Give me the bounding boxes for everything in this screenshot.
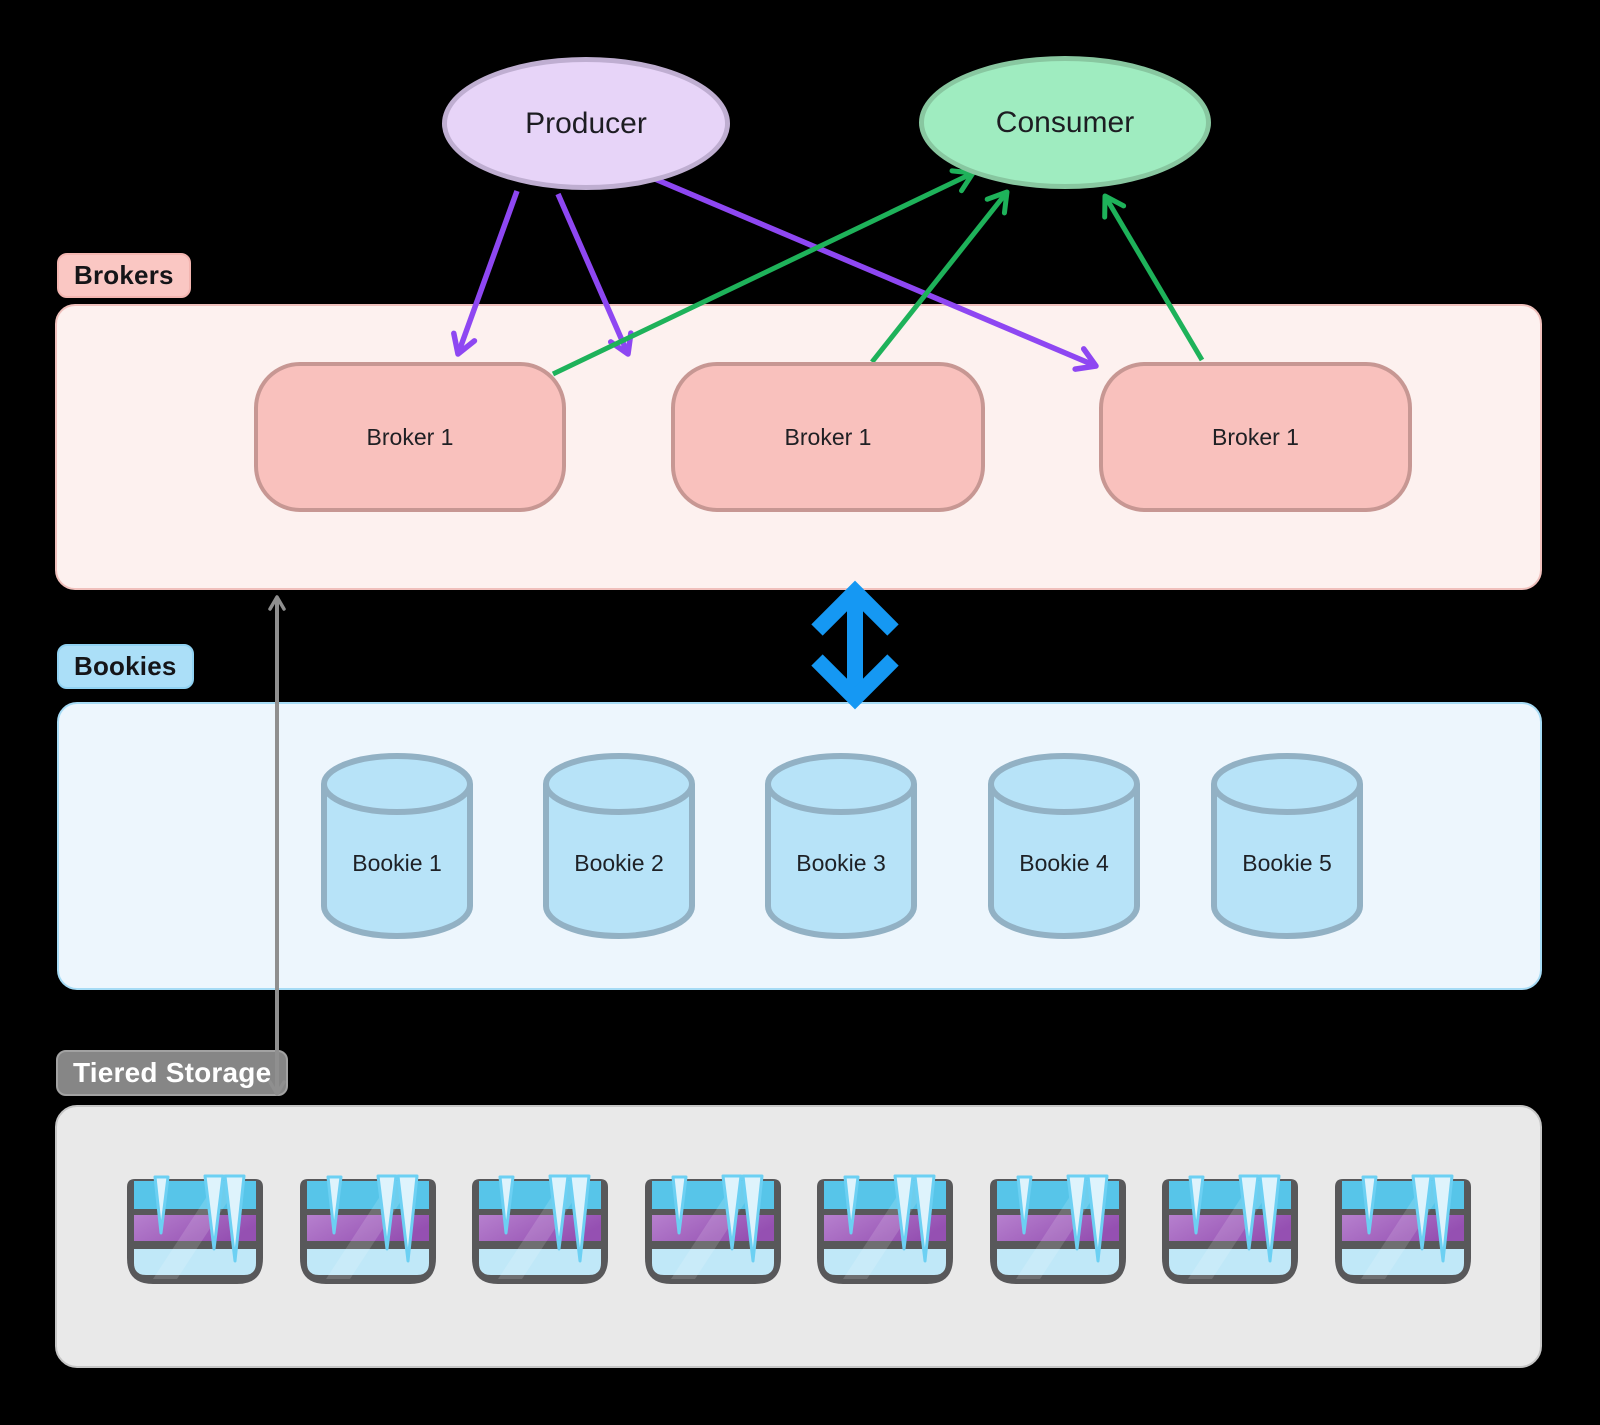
broker-bookie-sync-arrow (811, 580, 899, 710)
broker-label: Broker 1 (784, 423, 872, 450)
bookies-badge: Bookies (57, 644, 194, 689)
cold-storage-icon (1334, 1174, 1471, 1284)
brokers-badge: Brokers (57, 253, 191, 298)
database-cylinder-icon (1211, 753, 1363, 939)
producer-label: Producer (525, 106, 647, 140)
consumer-label: Consumer (995, 105, 1135, 139)
cold-storage-icon (644, 1174, 781, 1284)
broker-box-1: Broker 1 (254, 362, 566, 512)
database-cylinder-icon (543, 753, 695, 939)
cold-storage-icon (989, 1174, 1126, 1284)
bookie-label: Bookie 2 (574, 850, 664, 876)
database-cylinder-icon (765, 753, 917, 939)
consumer-node: Consumer (919, 56, 1211, 189)
bookie-cylinder-3: Bookie 3 (762, 752, 920, 944)
bookie-label: Bookie 5 (1242, 850, 1332, 876)
broker-box-3: Broker 1 (1099, 362, 1412, 512)
broker-label: Broker 1 (366, 423, 454, 450)
storage-icon-row (125, 1174, 1473, 1284)
cold-storage-icon (127, 1174, 263, 1284)
cold-storage-icon (1162, 1174, 1299, 1284)
bookie-cylinder-4: Bookie 4 (985, 752, 1143, 944)
database-cylinder-icon (988, 753, 1140, 939)
tiered-storage-badge: Tiered Storage (56, 1050, 289, 1096)
producer-node: Producer (442, 57, 730, 190)
database-cylinder-icon (321, 753, 473, 939)
bookie-cylinder-5: Bookie 5 (1208, 752, 1366, 944)
bookie-cylinder-1: Bookie 1 (318, 752, 476, 944)
bookie-label: Bookie 1 (352, 850, 442, 876)
cold-storage-icon (817, 1174, 954, 1284)
cold-storage-icon (299, 1174, 436, 1284)
broker-label: Broker 1 (1212, 423, 1299, 450)
bookie-label: Bookie 4 (1019, 850, 1109, 876)
bookie-label: Bookie 3 (796, 850, 886, 876)
bookie-cylinder-2: Bookie 2 (540, 752, 698, 944)
cold-storage-icon (472, 1174, 609, 1284)
broker-box-2: Broker 1 (671, 362, 985, 512)
